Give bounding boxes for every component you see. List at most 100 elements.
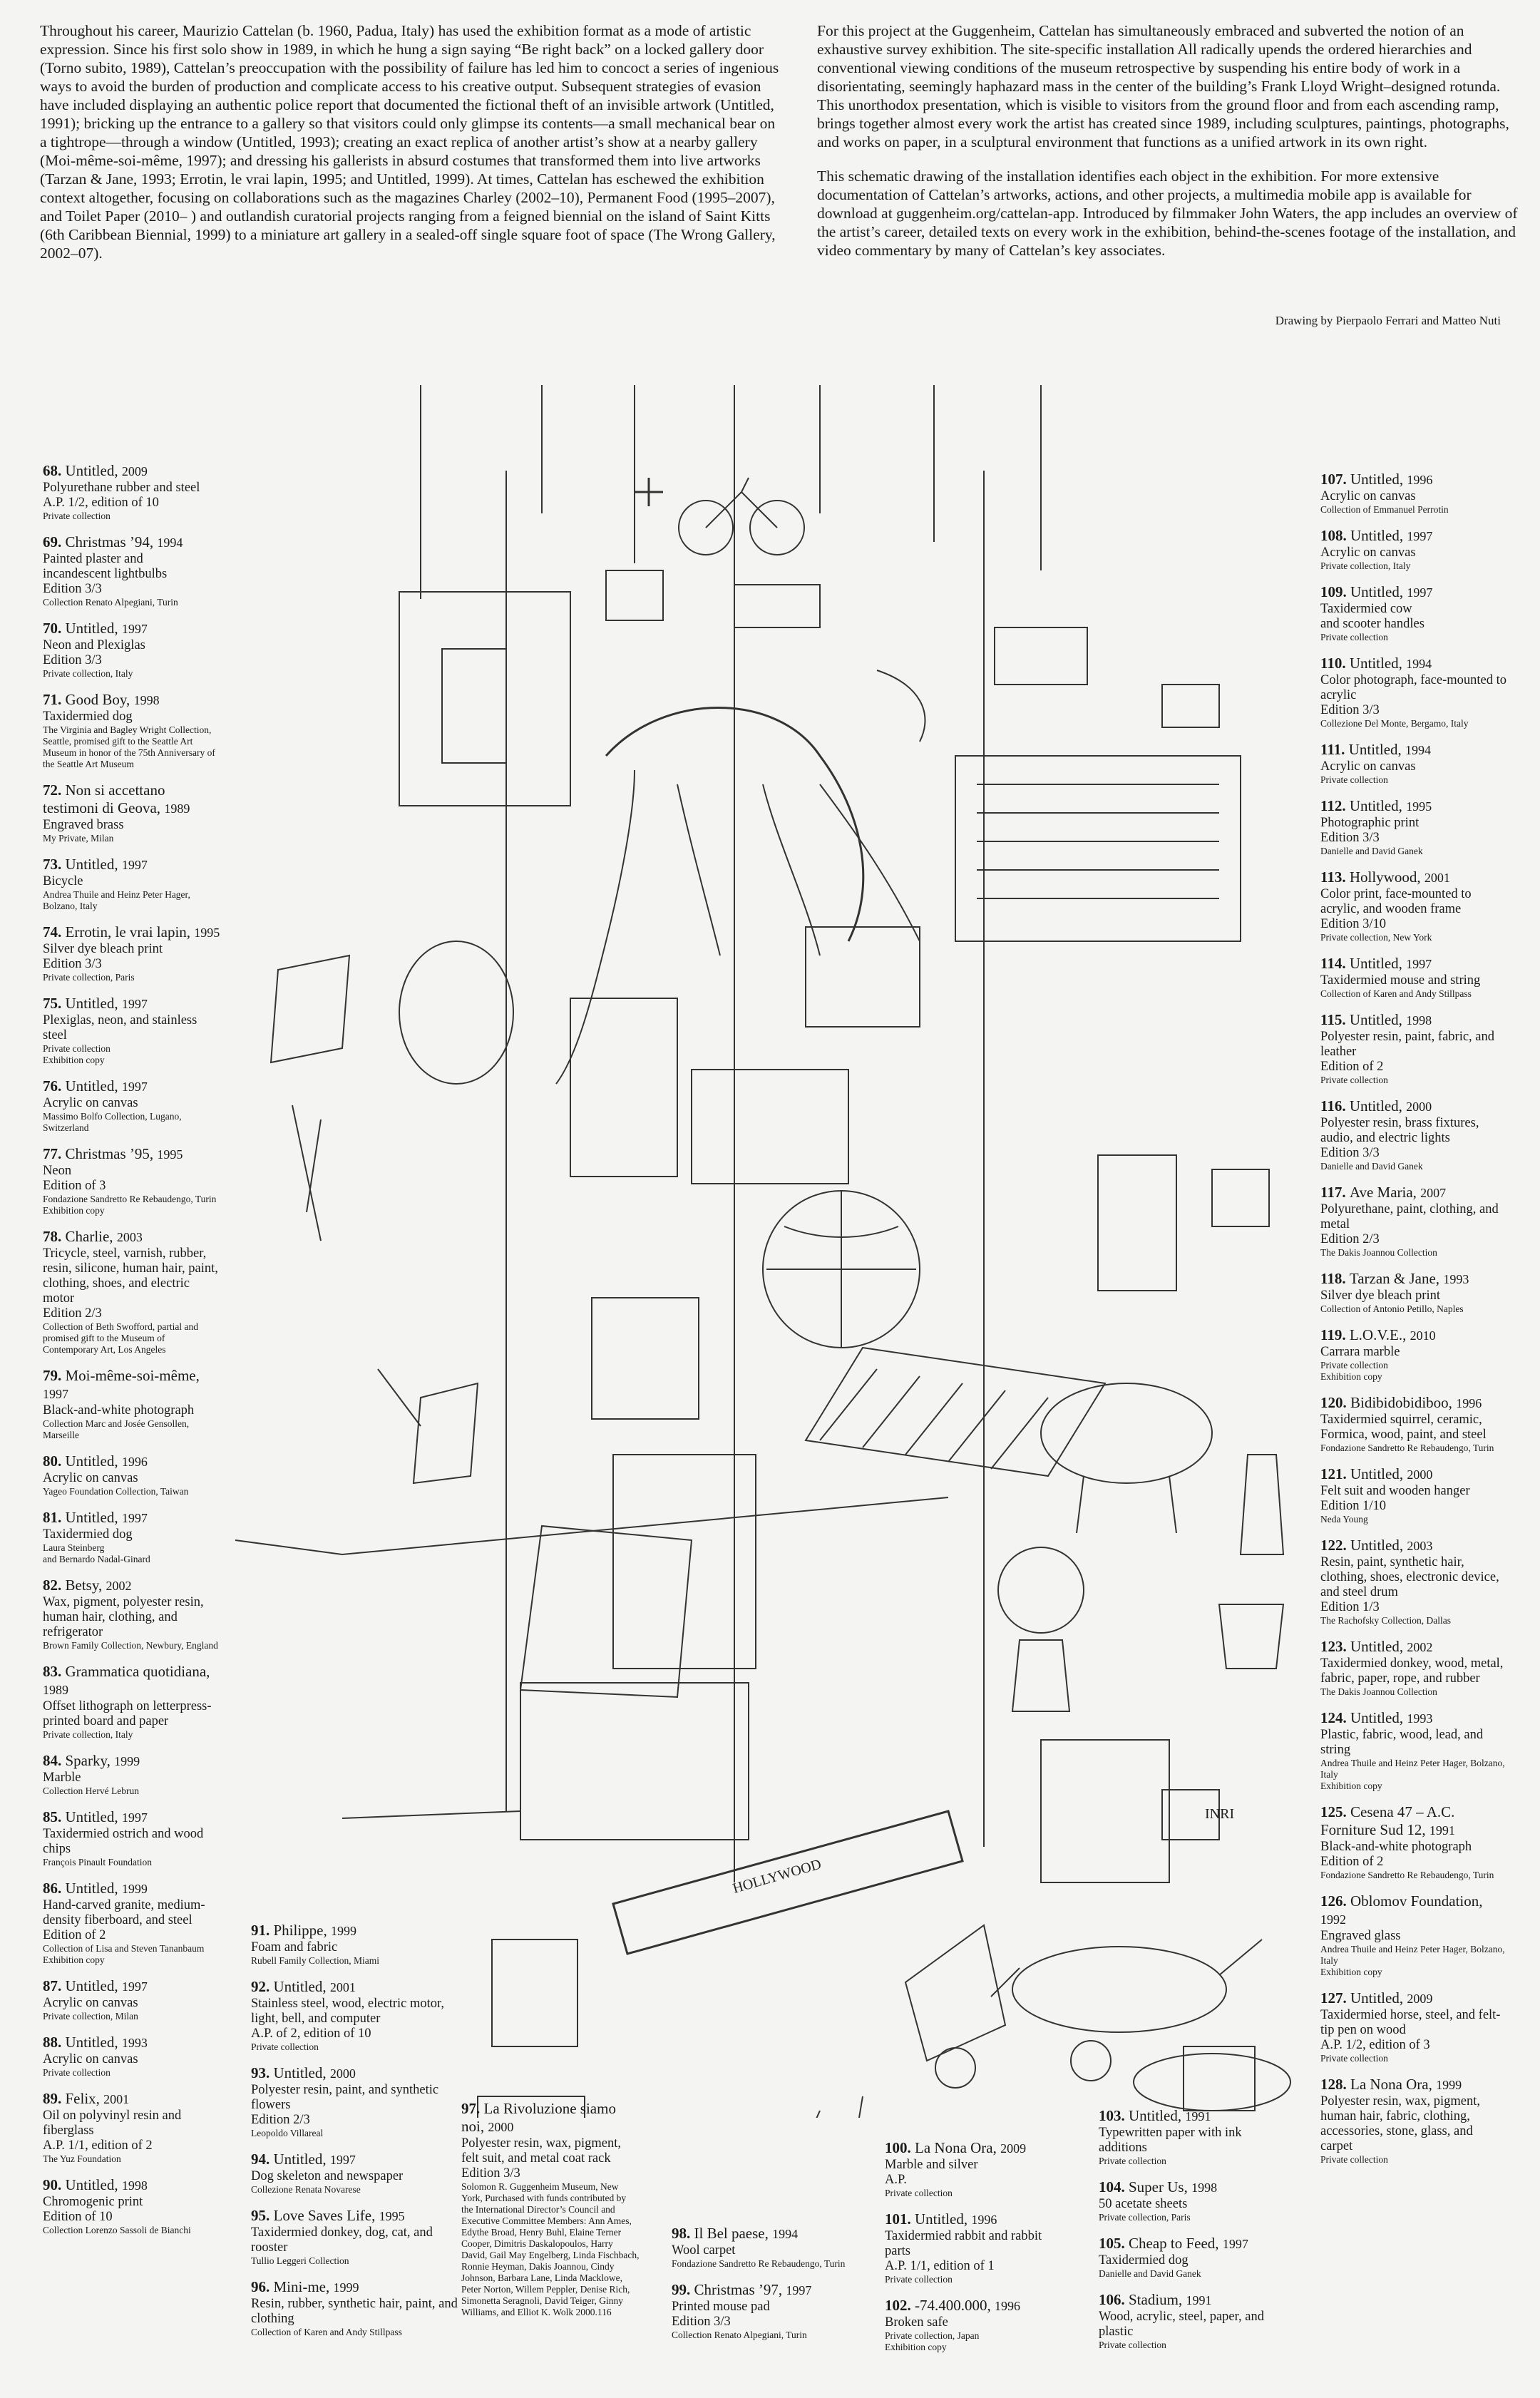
caption-collection: Andrea Thuile and Heinz Peter Hager, Bol… — [43, 889, 190, 911]
caption-collection: Exhibition copy — [43, 1055, 105, 1065]
caption-year: 1995 — [157, 1147, 183, 1162]
caption-number: 119. — [1320, 1326, 1350, 1343]
caption-year: 2000 — [488, 2120, 514, 2134]
caption-work-title: Cheap to Feed, — [1129, 2235, 1223, 2252]
caption-collection: Exhibition copy — [1320, 1967, 1382, 1977]
caption-year: 1996 — [995, 2299, 1020, 2313]
caption-work-title: Untitled, — [1350, 471, 1407, 488]
caption-title: 119. L.O.V.E., 2010 — [1320, 1326, 1507, 1345]
caption-number: 100. — [885, 2139, 915, 2156]
caption-title: 122. Untitled, 2003 — [1320, 1537, 1507, 1555]
caption-collection: Collection Renato Alpegiani, Turin — [672, 2330, 807, 2340]
caption-medium: Edition of 2 — [1320, 1855, 1384, 1869]
caption-year: 1999 — [331, 1924, 357, 1938]
caption-work-title: Untitled, — [273, 1978, 330, 1995]
caption-year: 1994 — [157, 536, 183, 550]
caption-collection: Collection of Karen and Andy Stillpass — [1320, 988, 1472, 999]
caption-work-title: La Nona Ora, — [1350, 2076, 1437, 2093]
caption-work-title: Untitled, — [273, 2151, 330, 2168]
caption-title: 106. Stadium, 1991 — [1099, 2291, 1284, 2310]
caption-collection: Private collection — [1320, 632, 1388, 642]
caption-collection: The Dakis Joannou Collection — [1320, 1686, 1437, 1697]
caption-work-title: La Nona Ora, — [915, 2139, 1001, 2156]
caption-year: 1998 — [133, 693, 160, 707]
caption-work-title: Untitled, — [65, 462, 122, 479]
caption-collection: Neda Young — [1320, 1514, 1368, 1525]
caption-year: 2000 — [1407, 1467, 1433, 1482]
caption-collection: Private collection — [1099, 2156, 1166, 2166]
caption-medium: Polyurethane rubber and steel — [43, 481, 200, 495]
caption-work-title: Il Bel paese, — [694, 2225, 773, 2242]
caption-medium: Plexiglas, neon, and stainless steel — [43, 1013, 197, 1042]
caption-number: 76. — [43, 1077, 66, 1095]
caption-title: 81. Untitled, 1997 — [43, 1509, 221, 1527]
caption-work-title: Untitled, — [1350, 1465, 1407, 1482]
caption-collection: Yageo Foundation Collection, Taiwan — [43, 1486, 189, 1497]
caption-work-title: Mini-me, — [273, 2278, 334, 2295]
caption-medium: Offset lithograph on letterpress-printed… — [43, 1699, 212, 1728]
caption-year: 1995 — [1406, 799, 1432, 814]
caption-collection: Danielle and David Ganek — [1320, 1161, 1423, 1172]
caption-collection: Exhibition copy — [1320, 1780, 1382, 1791]
caption-number: 87. — [43, 1977, 66, 1994]
caption-title: 126. Oblomov Foundation, 1992 — [1320, 1892, 1507, 1929]
caption-work-title: Felix, — [65, 2090, 104, 2107]
intro-paragraph-1: For this project at the Guggenheim, Catt… — [817, 22, 1509, 150]
caption-collection: Danielle and David Ganek — [1099, 2268, 1201, 2279]
caption-title: 80. Untitled, 1996 — [43, 1452, 221, 1471]
caption-collection: Private collection — [1320, 2053, 1388, 2064]
caption-year: 2003 — [116, 1230, 143, 1244]
caption-number: 106. — [1099, 2291, 1129, 2308]
caption-collection: Fondazione Sandretto Re Rebaudengo, Turi… — [43, 1194, 217, 1204]
caption-medium: Resin, paint, synthetic hair, clothing, … — [1320, 1555, 1499, 1599]
caption-number: 102. — [885, 2297, 915, 2314]
caption-number: 88. — [43, 2034, 66, 2051]
caption-collection: Collection Hervé Lebrun — [43, 1785, 139, 1796]
caption-collection: Collection of Lisa and Steven Tananbaum — [43, 1943, 205, 1954]
caption-medium: Edition 3/3 — [1320, 1146, 1380, 1160]
caption-collection: Massimo Bolfo Collection, Lugano, Switze… — [43, 1111, 182, 1133]
caption-work-title: Ave Maria, — [1349, 1184, 1421, 1201]
caption-title: 112. Untitled, 1995 — [1320, 797, 1507, 816]
caption-work-title: Untitled, — [65, 1452, 122, 1470]
caption-work-title: Untitled, — [65, 1880, 122, 1897]
caption-title: 97. La Rivoluzione siamo noi, 2000 — [461, 2100, 640, 2136]
caption-title: 93. Untitled, 2000 — [251, 2064, 465, 2083]
caption-entry: 72. Non si accettano testimoni di Geova,… — [43, 782, 221, 844]
caption-number: 109. — [1320, 583, 1350, 600]
caption-medium: Taxidermied donkey, dog, cat, and rooste… — [251, 2225, 433, 2255]
caption-collection: Private collection, Paris — [1099, 2212, 1191, 2223]
caption-collection: Private collection — [43, 1043, 111, 1054]
intro-text-left: Throughout his career, Maurizio Cattelan… — [40, 21, 781, 278]
caption-medium: Taxidermied rabbit and rabbit parts — [885, 2229, 1042, 2258]
caption-year: 1997 — [121, 622, 148, 636]
caption-collection: Collection of Emmanuel Perrotin — [1320, 504, 1449, 515]
caption-medium: Edition 2/3 — [43, 1306, 102, 1321]
caption-medium: 50 acetate sheets — [1099, 2197, 1188, 2211]
caption-title: 75. Untitled, 1997 — [43, 995, 221, 1013]
caption-title: 76. Untitled, 1997 — [43, 1077, 221, 1096]
caption-collection: Exhibition copy — [43, 1954, 105, 1965]
caption-number: 97. — [461, 2100, 484, 2117]
caption-title: 89. Felix, 2001 — [43, 2090, 221, 2109]
caption-collection: Fondazione Sandretto Re Rebaudengo, Turi… — [1320, 1870, 1494, 1880]
caption-collection: Andrea Thuile and Heinz Peter Hager, Bol… — [1320, 1944, 1505, 1966]
caption-work-title: Untitled, — [1129, 2107, 1186, 2124]
